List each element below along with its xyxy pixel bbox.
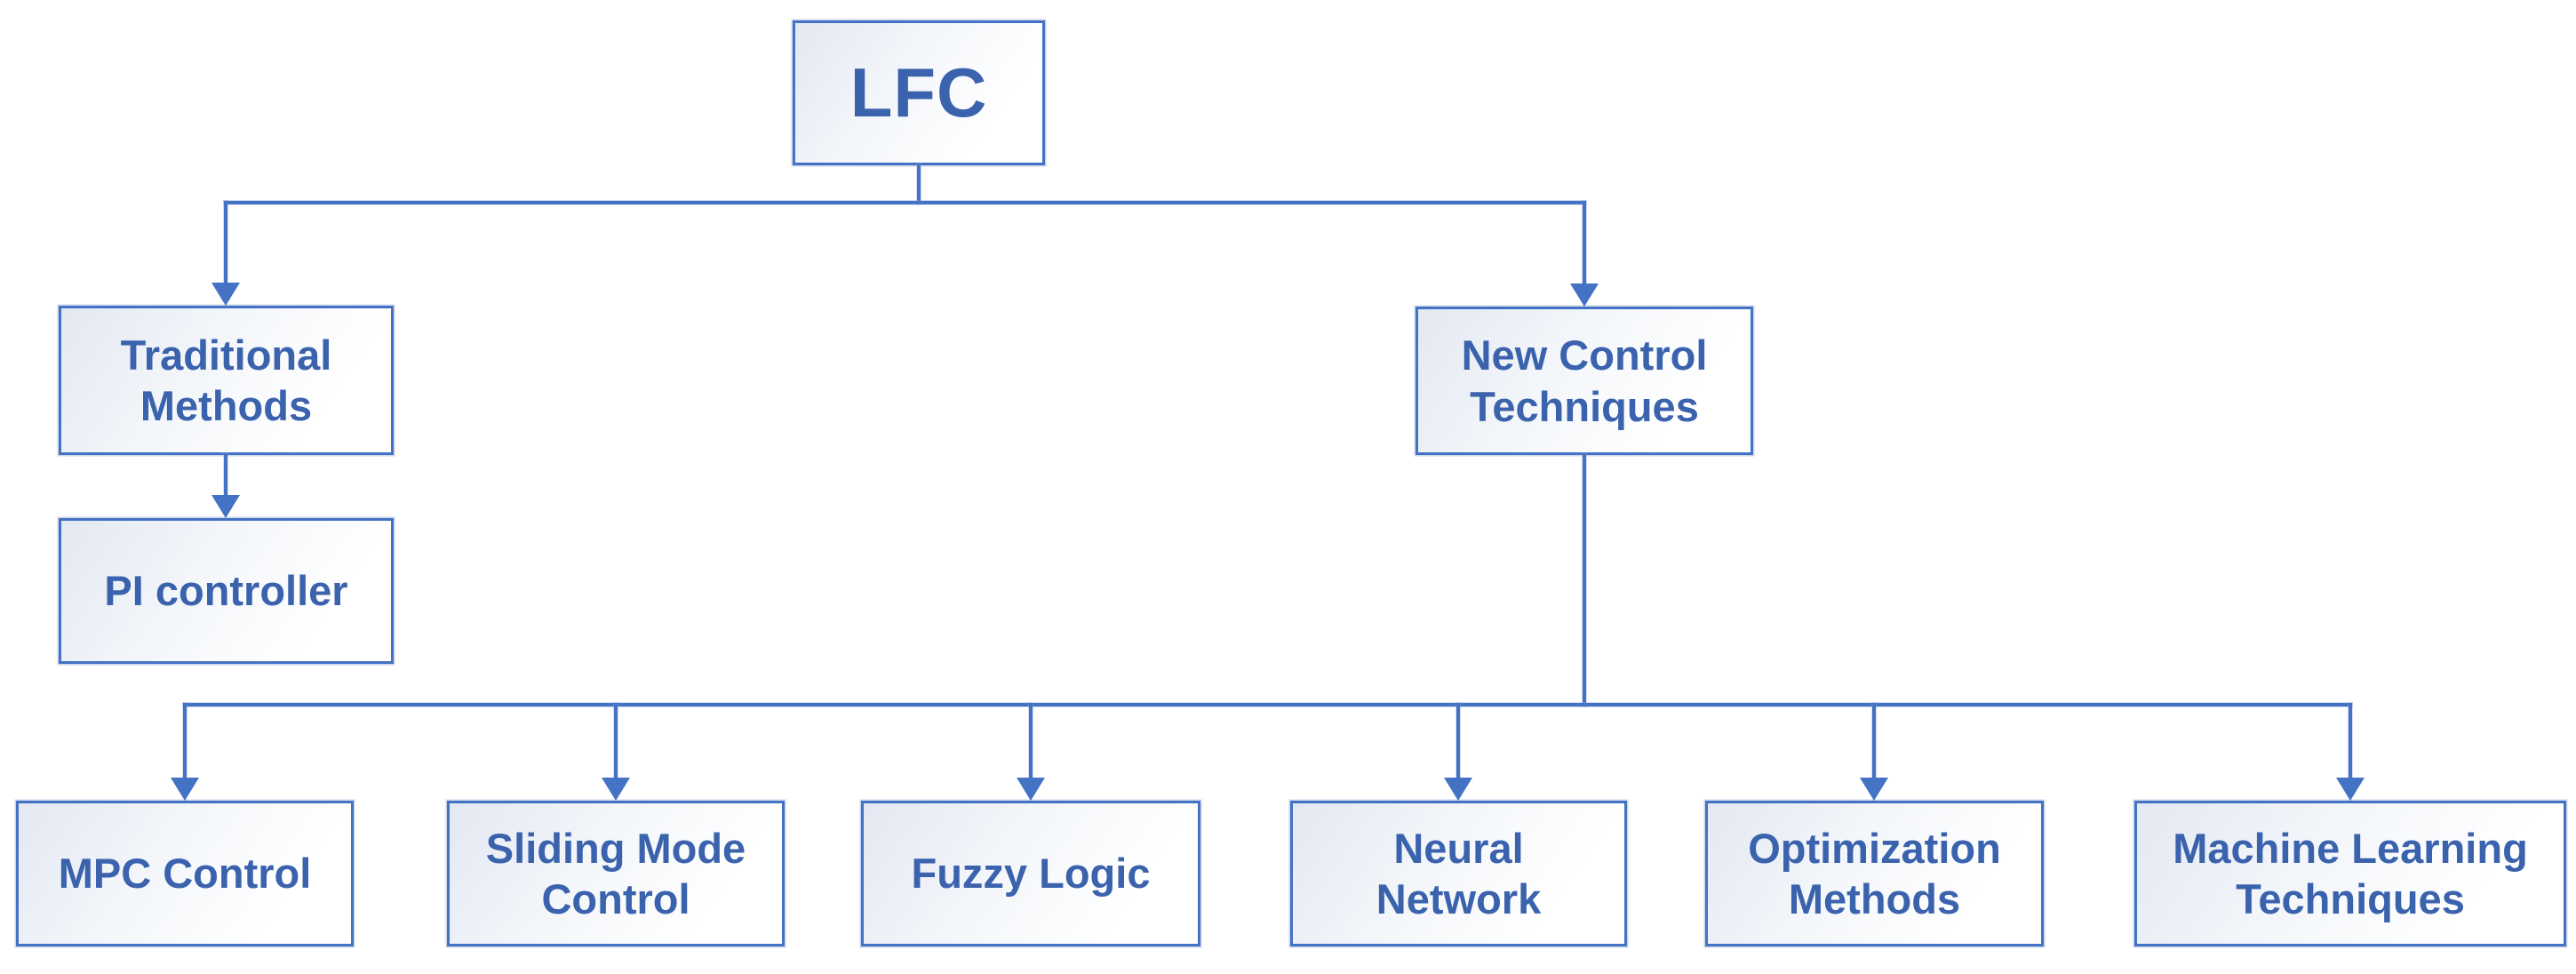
connector-to-optimization — [1872, 703, 1876, 779]
connector-to-sliding — [614, 703, 618, 779]
node-neural-network: Neural Network — [1290, 801, 1627, 946]
arrowhead-sliding — [602, 778, 630, 801]
node-label: PI controller — [104, 567, 348, 615]
node-mpc-control: MPC Control — [16, 801, 354, 946]
connector-traditional-to-pi — [224, 453, 227, 498]
node-label: Machine Learning — [2173, 824, 2528, 872]
connector-new-control-stem — [1583, 453, 1586, 707]
node-label: Techniques — [2236, 875, 2465, 922]
arrowhead-traditional — [211, 283, 240, 306]
arrowhead-neural — [1444, 778, 1472, 801]
connector-to-new-control — [1583, 201, 1586, 287]
connector-to-neural — [1456, 703, 1460, 779]
arrowhead-new-control — [1570, 283, 1599, 307]
node-fuzzy-logic: Fuzzy Logic — [861, 801, 1200, 946]
connector-lfc-stem — [917, 164, 921, 204]
node-lfc: LFC — [793, 20, 1045, 165]
node-label: Traditional — [120, 331, 332, 379]
arrowhead-mpc — [171, 778, 199, 801]
node-label: New Control — [1461, 331, 1708, 379]
node-machine-learning-techniques: Machine Learning Techniques — [2134, 801, 2566, 946]
connector-to-mpc — [183, 703, 187, 779]
node-label: Fuzzy Logic — [911, 850, 1151, 898]
node-label: Methods — [140, 382, 313, 429]
connector-to-traditional — [224, 201, 227, 286]
arrowhead-machine-learning — [2336, 778, 2365, 801]
connector-top-branch-hline — [224, 201, 1586, 204]
node-label: Network — [1376, 875, 1542, 922]
node-sliding-mode-control: Sliding Mode Control — [447, 801, 785, 946]
arrowhead-pi-controller — [211, 495, 240, 518]
node-label: Neural — [1393, 824, 1524, 872]
node-label: Methods — [1788, 875, 1961, 922]
node-label: MPC Control — [58, 850, 312, 898]
node-label: Sliding Mode — [485, 824, 746, 872]
connector-to-fuzzy — [1029, 703, 1033, 779]
connector-to-machine-learning — [2349, 703, 2352, 779]
node-optimization-methods: Optimization Methods — [1705, 801, 2044, 946]
node-pi-controller: PI controller — [59, 518, 394, 664]
node-label: LFC — [849, 52, 988, 132]
node-label: Techniques — [1470, 382, 1699, 430]
node-label: Control — [541, 875, 690, 922]
connector-bottom-branch-hline — [183, 703, 2352, 707]
arrowhead-optimization — [1860, 778, 1888, 801]
node-traditional-methods: Traditional Methods — [59, 306, 394, 455]
arrowhead-fuzzy — [1017, 778, 1045, 801]
node-new-control-techniques: New Control Techniques — [1416, 307, 1753, 455]
node-label: Optimization — [1748, 824, 2001, 872]
